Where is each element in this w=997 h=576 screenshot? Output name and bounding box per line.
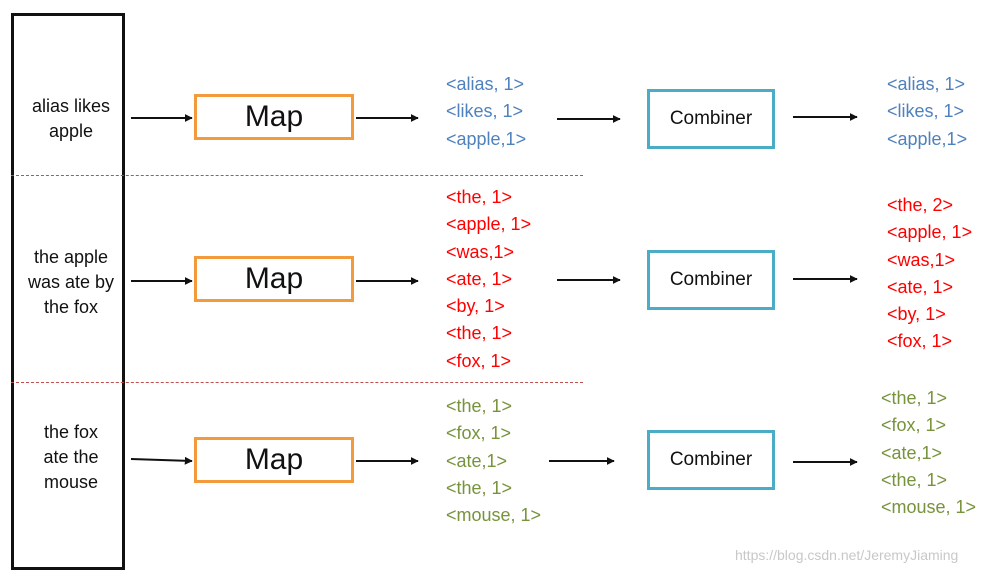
kv-pair: <fox, 1> <box>446 423 512 444</box>
kv-pair: <fox, 1> <box>881 415 947 436</box>
kv-pair: <apple,1> <box>887 128 968 149</box>
combiner-box-1: Combiner <box>647 89 775 149</box>
input-line: the fox <box>43 297 99 317</box>
kv-pair: <was,1> <box>446 241 515 262</box>
kv-pair: <apple, 1> <box>446 214 532 235</box>
input-line: was ate by <box>27 272 115 292</box>
map-output-list-3: <the, 1> <fox, 1> <ate,1> <the, 1> <mous… <box>446 393 541 529</box>
kv-pair: <by, 1> <box>887 304 946 325</box>
input-split-1: alias likes apple <box>11 94 131 144</box>
input-line: alias likes <box>31 96 111 116</box>
kv-pair: <ate,1> <box>881 442 943 463</box>
kv-pair: <fox, 1> <box>446 350 512 371</box>
map-box-1: Map <box>194 94 354 140</box>
arrow-input-to-map-3 <box>130 456 193 465</box>
kv-pair: <the, 1> <box>446 323 513 344</box>
combiner-output-list-1: <alias, 1> <likes, 1> <apple,1> <box>887 71 967 153</box>
map-box-3: Map <box>194 437 354 483</box>
kv-pair: <the, 1> <box>881 469 948 490</box>
kv-pair: <likes, 1> <box>446 101 524 122</box>
input-line: mouse <box>43 472 99 492</box>
kv-pair: <by, 1> <box>446 296 505 317</box>
kv-pair: <mouse, 1> <box>446 505 542 526</box>
kv-pair: <ate, 1> <box>887 276 954 297</box>
combiner-box-2: Combiner <box>647 250 775 310</box>
kv-pair: <alias, 1> <box>887 74 966 94</box>
kv-pair: <apple, 1> <box>887 222 973 243</box>
input-panel <box>11 13 125 570</box>
kv-pair: <the, 2> <box>887 195 954 215</box>
watermark: https://blog.csdn.net/JeremyJiaming <box>735 547 959 563</box>
kv-pair: <was,1> <box>887 249 956 270</box>
input-split-3: the fox ate the mouse <box>11 420 131 495</box>
kv-pair: <the, 1> <box>881 388 948 408</box>
combiner-output-list-2: <the, 2> <apple, 1> <was,1> <ate, 1> <by… <box>887 192 972 356</box>
combiner-output-list-3: <the, 1> <fox, 1> <ate,1> <the, 1> <mous… <box>881 385 976 521</box>
input-line: apple <box>48 121 94 141</box>
input-split-2: the apple was ate by the fox <box>11 245 131 320</box>
input-line: the apple <box>33 247 109 267</box>
kv-pair: <the, 1> <box>446 187 513 207</box>
kv-pair: <mouse, 1> <box>881 497 977 518</box>
map-box-2: Map <box>194 256 354 302</box>
input-line: ate the <box>43 447 99 467</box>
row-divider-2 <box>11 382 583 383</box>
input-line: the fox <box>43 422 99 442</box>
kv-pair: <alias, 1> <box>446 74 525 94</box>
kv-pair: <fox, 1> <box>887 331 953 352</box>
kv-pair: <the, 1> <box>446 477 513 498</box>
kv-pair: <likes, 1> <box>887 101 965 122</box>
kv-pair: <ate,1> <box>446 450 508 471</box>
row-divider-1 <box>11 175 583 176</box>
map-output-list-1: <alias, 1> <likes, 1> <apple,1> <box>446 71 526 153</box>
kv-pair: <apple,1> <box>446 128 527 149</box>
kv-pair: <ate, 1> <box>446 268 513 289</box>
kv-pair: <the, 1> <box>446 396 513 416</box>
map-output-list-2: <the, 1> <apple, 1> <was,1> <ate, 1> <by… <box>446 184 531 375</box>
combiner-box-3: Combiner <box>647 430 775 490</box>
